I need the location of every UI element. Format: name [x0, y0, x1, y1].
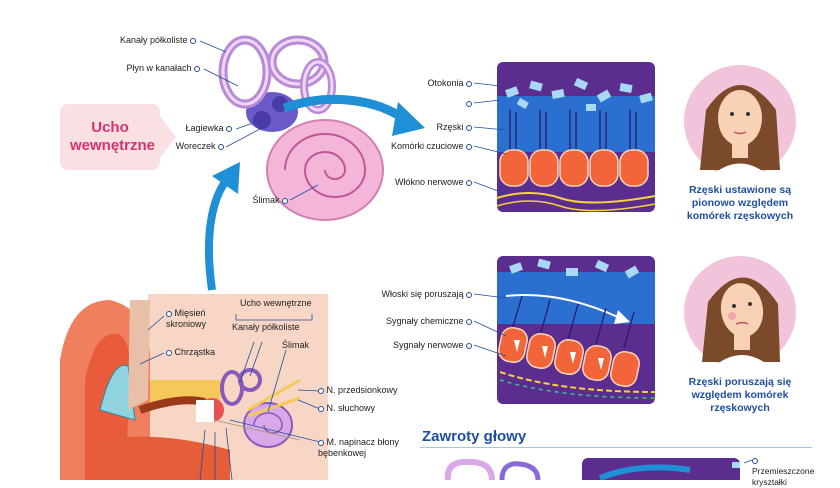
label-hairs-move: Włoski się poruszają: [370, 289, 472, 299]
ear-cross-section: [60, 294, 328, 480]
face-dizzy: [684, 256, 796, 368]
top-leader-lines: [199, 40, 319, 201]
label-vestibular-nerve: N. przedsionkowy: [318, 385, 398, 395]
label-otoconia-dot: [400, 98, 472, 108]
label-semicircular-small: Kanały półkoliste: [232, 322, 300, 332]
label-nerve-fiber: Włókno nerwowe: [380, 177, 472, 187]
label-cochlea-small: Ślimak: [282, 340, 310, 350]
panel2-leader-lines: [473, 293, 507, 357]
label-displaced-crystals: Przemieszczone kryształki: [752, 455, 822, 488]
bottom-leader-lines: [139, 314, 321, 480]
caption-upright-cilia: Rzęski ustawione są pionowo względem kom…: [686, 184, 794, 222]
label-chemical-signals: Sygnały chemiczne: [370, 316, 472, 326]
label-auditory-nerve: N. słuchowy: [318, 403, 375, 413]
label-cilia: Rzęski: [400, 122, 472, 132]
flow-arrows: [204, 95, 425, 291]
label-cochlea: Ślimak: [236, 195, 288, 205]
hair-cells-panel-upright: [496, 62, 656, 212]
label-tensor-tympani: M. napinacz błony bębenkowej: [318, 437, 400, 458]
label-utricle: Łagiewka: [170, 123, 232, 133]
caption-moving-cilia: Rzęski poruszają się względem komórek rz…: [688, 376, 792, 414]
crystals-leader-line: [743, 459, 753, 464]
label-cartilage: Chrząstka: [166, 347, 215, 357]
label-semicircular-canals: Kanały półkoliste: [90, 35, 196, 45]
face-upright: [684, 65, 796, 177]
label-temporal-muscle: Mięsień skroniowy: [166, 308, 207, 329]
vertigo-illustration: [444, 458, 740, 480]
section-title-vertigo: Zawroty głowy: [422, 428, 527, 445]
hair-cells-panel-moving: [497, 256, 656, 404]
label-saccule: Woreczek: [160, 141, 224, 151]
label-otoconia: Otokonia: [400, 78, 472, 88]
label-nerve-signals: Sygnały nerwowe: [370, 340, 472, 350]
panel1-leader-lines: [473, 82, 507, 195]
label-canal-fluid: Płyn w kanałach: [96, 63, 200, 73]
inner-ear-title: Ucho wewnętrzne: [60, 104, 176, 170]
section-divider: [420, 447, 812, 448]
label-inner-ear-small: Ucho wewnętrzne: [240, 298, 312, 308]
label-sensory-cells: Komórki czuciowe: [380, 141, 472, 151]
